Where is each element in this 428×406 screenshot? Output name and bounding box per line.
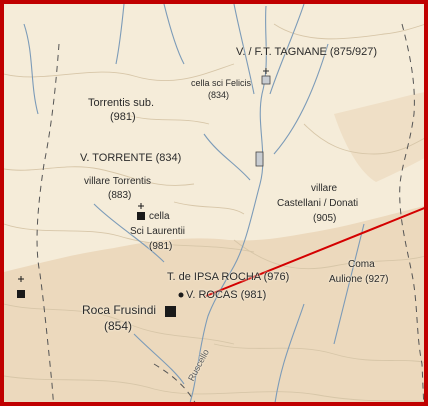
label-roca-frusindi-year: (854) [104,319,133,333]
label-villare-torrentis: villare Torrentis [84,176,152,187]
label-cella-felicis-year: (834) [208,90,230,100]
label-castellani-donati-year: (905) [313,213,337,224]
map-canvas [4,4,424,402]
cella-felicis-symbol [261,68,271,85]
label-torrentis-sub: Torrentis sub. [88,97,155,109]
left-edge-symbol [17,276,25,298]
label-sci-laurentii: Sci Laurentii [130,226,186,237]
building-symbol [255,151,264,167]
label-tagnane: V. / F.T. TAGNANE (875/927) [236,46,378,58]
label-v-torrente: V. TORRENTE (834) [80,152,182,164]
label-v-rocas: V. ROCAS (981) [186,289,267,301]
label-roca-frusindi: Roca Frusindi [82,303,157,317]
pointer-line [205,207,424,297]
label-ipsa-rocha: T. de IPSA ROCHA (976) [167,271,290,283]
highland-shading-upper [334,92,424,182]
contour-lines [4,23,424,402]
label-cella-felicis: cella sci Felicis [191,78,252,88]
label-coma: Coma [348,259,375,270]
roca-frusindi-symbol [165,306,176,317]
label-castellani-donati: Castellani / Donati [277,198,359,209]
label-villare: villare [311,183,338,194]
label-cella: cella [149,211,170,222]
label-torrentis-sub-year: (981) [110,111,136,123]
label-aulione: Aulione (927) [329,274,389,285]
rivers [23,4,365,402]
dashed-boundaries [36,23,424,402]
main-river [189,5,267,402]
v-rocas-dot [178,292,184,298]
label-villare-torrentis-year: (883) [108,190,132,201]
cella-laurentii-symbol [137,203,145,220]
highland-shading [4,206,424,402]
label-sci-laurentii-year: (981) [149,241,173,252]
